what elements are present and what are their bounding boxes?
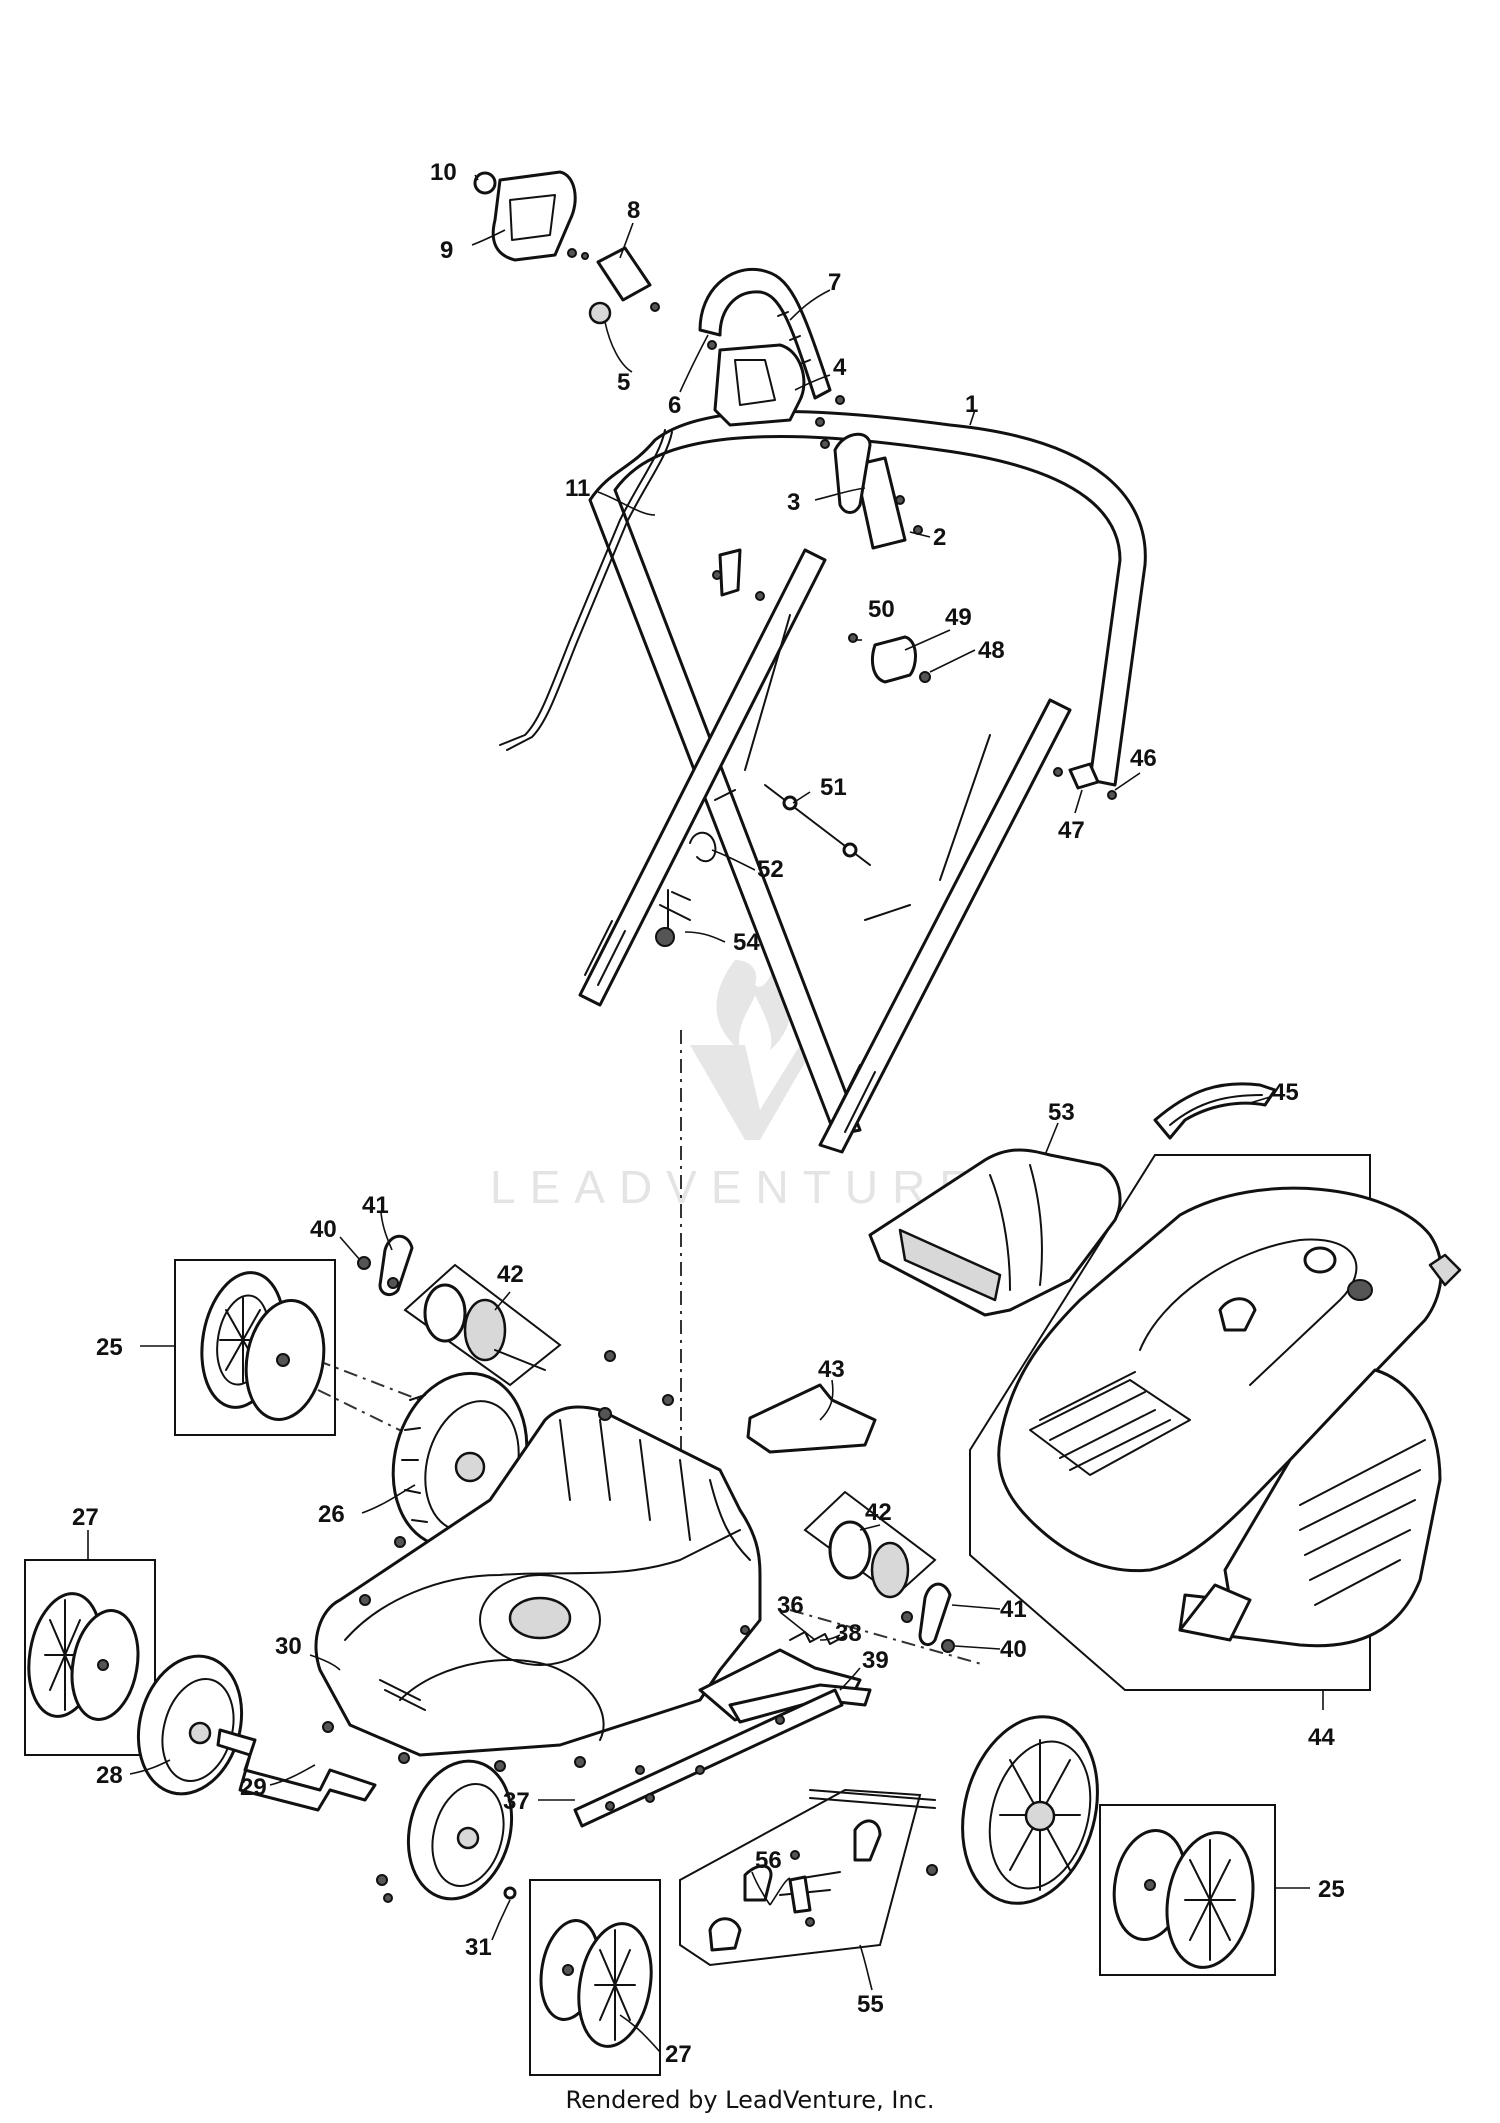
callout-46: 46: [1130, 745, 1157, 772]
callout-40-bottom: 40: [1000, 1636, 1027, 1663]
callout-27-bottom: 27: [665, 2041, 692, 2068]
callout-25-right: 25: [1318, 1876, 1345, 1903]
callout-54: 54: [733, 929, 760, 956]
callout-29: 29: [240, 1774, 267, 1801]
front-hubcap-group-left: [24, 1559, 156, 1756]
grass-catcher-handle: [1153, 1082, 1277, 1140]
callout-27-top: 27: [72, 1504, 99, 1531]
adjust-knob: [588, 301, 612, 325]
callout-52: 52: [757, 856, 784, 883]
callout-7: 7: [828, 269, 841, 296]
assembly-axis-line: [289, 1349, 421, 1401]
watermark-brand: LEADVENTURE: [490, 1161, 984, 1213]
callout-49: 49: [945, 604, 972, 631]
spring: [789, 1631, 846, 1645]
callout-44: 44: [1308, 1724, 1335, 1751]
callout-31: 31: [465, 1934, 492, 1961]
callout-50: 50: [868, 596, 895, 623]
callout-10: 10: [430, 159, 457, 186]
callout-3: 3: [787, 489, 800, 516]
control-housing: [713, 343, 806, 427]
cap: [473, 171, 497, 195]
front-wheel-left: [136, 1654, 244, 1796]
callout-55: 55: [857, 1991, 884, 2018]
mower-deck: [314, 1350, 762, 1772]
callout-1: 1: [965, 391, 978, 418]
callout-51: 51: [820, 774, 847, 801]
callout-42-top: 42: [497, 1261, 524, 1288]
callout-6: 6: [668, 392, 681, 419]
grass-catcher-top: [997, 1186, 1443, 1573]
front-axle-left: [216, 1728, 377, 1812]
callout-labels: 1 2 3 4 5 6 7 8 9 10 11 25 25 26 27 27 2…: [72, 159, 1345, 2068]
front-wheel-right: [406, 1759, 514, 1901]
deck-plug-cover: [746, 1383, 877, 1454]
leadventure-watermark: LEADVENTURE: [490, 960, 984, 1213]
assembly-axis-line: [789, 1609, 986, 1666]
handle-assembly: [473, 170, 1147, 1154]
callout-56: 56: [755, 1847, 782, 1874]
height-adjust-lever-right: [918, 1582, 952, 1647]
callout-48: 48: [978, 637, 1005, 664]
callout-26: 26: [318, 1501, 345, 1528]
front-axle: [573, 1688, 844, 1828]
callout-4: 4: [833, 354, 847, 381]
lower-handle-left: [578, 548, 827, 1007]
callout-47: 47: [1058, 817, 1085, 844]
rear-wheel-right: [961, 1715, 1099, 1905]
safety-key-knob: [655, 927, 675, 947]
gear-assembly-left: [403, 1263, 562, 1387]
grass-catcher-group: [969, 1154, 1462, 1691]
bail-lever: [698, 267, 832, 400]
rear-hubcap-group-left: [174, 1259, 336, 1436]
cable-clamp: [871, 635, 917, 684]
callout-43: 43: [818, 1356, 845, 1383]
grass-catcher-frame: [868, 1148, 1122, 1317]
callout-42-bottom: 42: [865, 1499, 892, 1526]
callout-40-top: 40: [310, 1216, 337, 1243]
callout-30: 30: [275, 1633, 302, 1660]
callout-5: 5: [617, 369, 630, 396]
callout-25-left: 25: [96, 1334, 123, 1361]
callout-leaders: [87, 174, 1324, 2053]
cable-clip: [689, 831, 717, 863]
switch-box: [853, 456, 907, 550]
callout-41-bottom: 41: [1000, 1596, 1027, 1623]
safety-key: [659, 889, 691, 931]
callout-39: 39: [862, 1647, 889, 1674]
callout-36: 36: [777, 1592, 804, 1619]
callout-53: 53: [1048, 1099, 1075, 1126]
callout-37: 37: [503, 1788, 530, 1815]
front-hubcap-group-right: [529, 1879, 661, 2076]
grass-catcher-bag: [1178, 1368, 1442, 1648]
connector-plug: [596, 246, 652, 302]
lower-handle-right: [818, 698, 1072, 1154]
callout-2: 2: [933, 524, 946, 551]
callout-38: 38: [835, 1620, 862, 1647]
control-cable: [499, 429, 666, 746]
callout-11: 11: [565, 475, 590, 502]
battery-cover: [491, 170, 577, 262]
callout-9: 9: [440, 237, 453, 264]
callout-28: 28: [96, 1762, 123, 1789]
handle-clamp: [1068, 762, 1100, 790]
rear-hubcap-group-right: [1099, 1804, 1276, 1976]
grass-catcher-box: [969, 1154, 1371, 1691]
footer-credit: Rendered by LeadVenture, Inc.: [565, 2086, 935, 2114]
mulching-kit-group: [679, 1788, 936, 1967]
callout-41-top: 41: [362, 1192, 389, 1219]
callout-8: 8: [627, 197, 640, 224]
callout-45: 45: [1272, 1079, 1299, 1106]
gear-assembly-right: [803, 1490, 937, 1599]
